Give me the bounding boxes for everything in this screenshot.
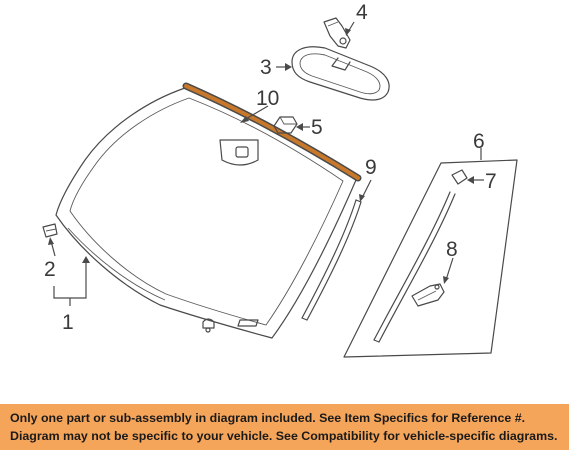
callout-labels: 1 2 3 4 5 6 7 8 9 10 [44, 1, 497, 334]
callout-1: 1 [62, 311, 74, 334]
rearview-mirror [291, 46, 390, 101]
callout-4: 4 [356, 1, 368, 24]
callout-5: 5 [311, 116, 323, 139]
mirror-mount [323, 17, 351, 49]
callout-2: 2 [44, 258, 56, 281]
parts-diagram: 1 2 3 4 5 6 7 8 9 10 [42, 1, 518, 358]
sensor-cover [273, 116, 298, 134]
callout-3: 3 [260, 56, 272, 79]
disclaimer-banner: Only one part or sub-assembly in diagram… [0, 404, 569, 450]
pillar-panel-box [343, 159, 518, 358]
disclaimer-line-2: Diagram may not be specific to your vehi… [10, 429, 558, 443]
upper-molding-strip [182, 82, 362, 182]
callout-8: 8 [446, 238, 458, 261]
callout-7: 7 [485, 170, 497, 193]
callout-6: 6 [473, 130, 485, 153]
retainer-clip [42, 223, 58, 238]
highlighted-part [184, 84, 360, 180]
pillar-clip [451, 169, 468, 185]
leader-lines [48, 21, 484, 306]
disclaimer-line-1: Only one part or sub-assembly in diagram… [10, 411, 526, 425]
side-molding [301, 199, 362, 321]
pillar-bracket [411, 283, 445, 307]
callout-10: 10 [256, 87, 279, 110]
callout-9: 9 [365, 156, 377, 179]
